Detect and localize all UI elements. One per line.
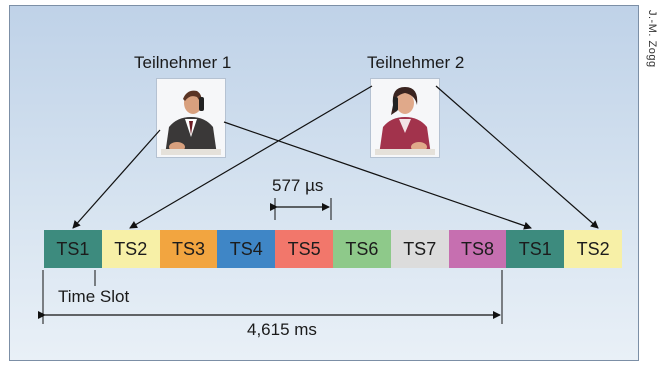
time-slot-4: TS4 (217, 230, 276, 268)
time-slot-2: TS2 (101, 230, 160, 268)
slot-duration-label: 577 µs (272, 176, 324, 195)
time-slot-1: TS1 (44, 230, 102, 268)
diagram-frame (9, 5, 639, 361)
time-slot-6: TS6 (333, 230, 391, 268)
arrow-p2-ts2-next (435, 85, 599, 229)
time-slot-5: TS5 (275, 230, 333, 268)
time-slot-10: TS2 (564, 230, 622, 268)
arrow-p1-ts1-next (223, 121, 532, 230)
time-slot-3: TS3 (159, 230, 218, 268)
arrow-p2-ts2 (129, 85, 373, 229)
participant-2-image (370, 78, 440, 158)
time-slot-label: Time Slot (58, 287, 130, 306)
time-slot-9: TS1 (506, 230, 565, 268)
frame-duration-label: 4,615 ms (247, 320, 317, 339)
time-slot-8: TS8 (448, 230, 507, 268)
participant-1-image (156, 78, 226, 158)
arrow-p1-ts1 (72, 129, 161, 229)
participant-2-label: Teilnehmer 2 (367, 53, 465, 72)
participant-1-label: Teilnehmer 1 (134, 53, 232, 72)
photo-credit: J.-M. Zogg (646, 10, 658, 68)
time-slot-7: TS7 (390, 230, 449, 268)
